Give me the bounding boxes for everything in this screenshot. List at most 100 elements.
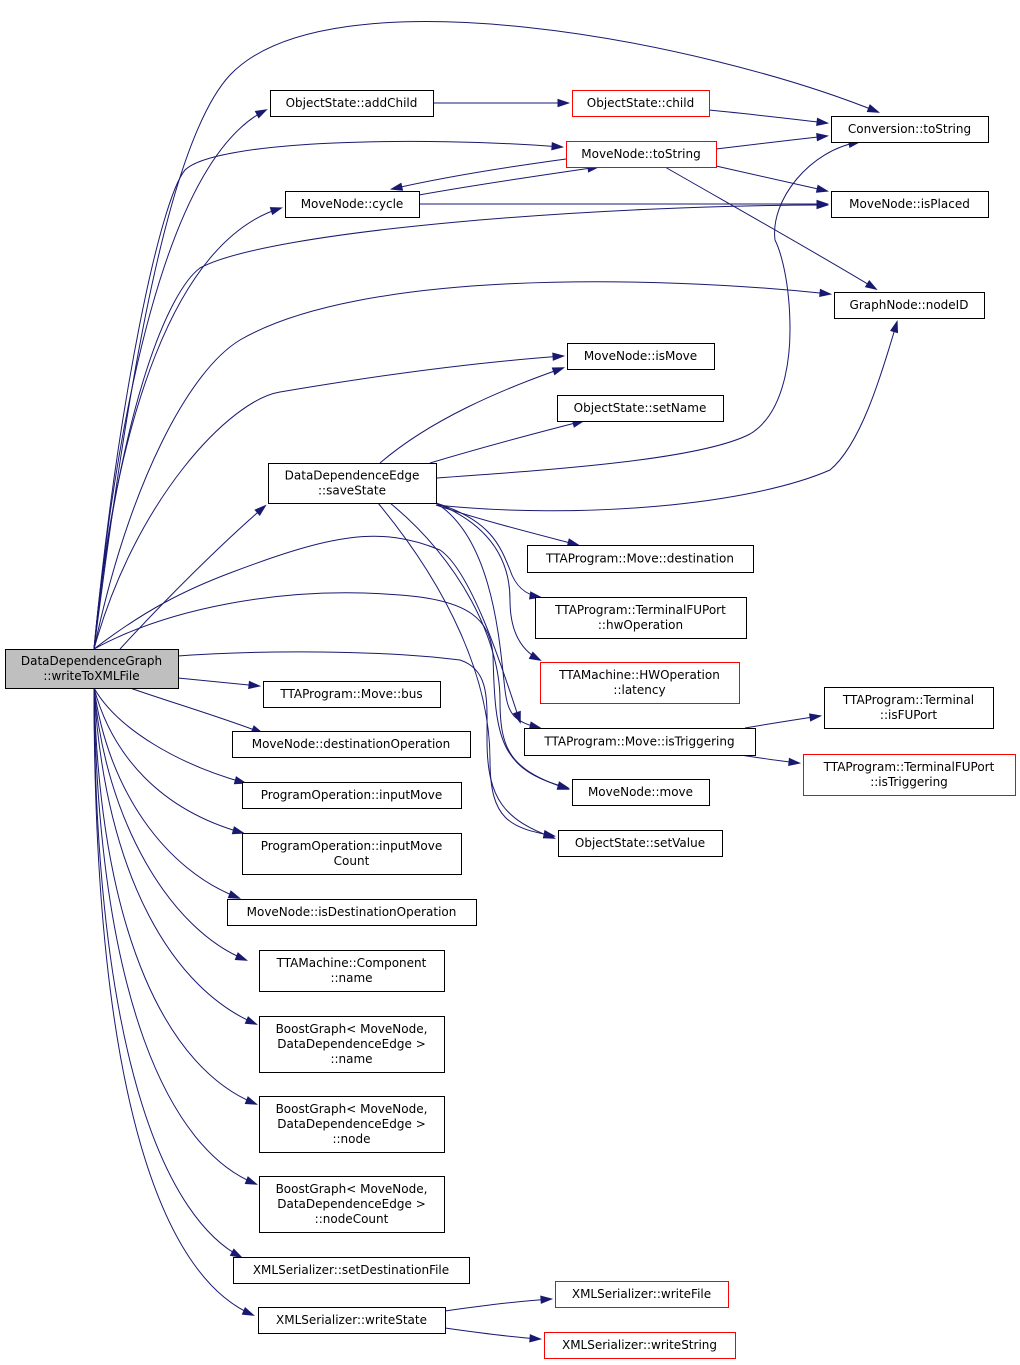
node-label-line: MoveNode::move xyxy=(588,785,693,799)
edge-mn_cycle-to-mn_tostring xyxy=(418,164,601,196)
node-label-line: ::isTriggering xyxy=(870,775,948,789)
node-label-line: TTAProgram::TerminalFUPort xyxy=(823,760,995,774)
node-label-line: DataDependenceEdge xyxy=(285,469,420,483)
edge-ddg_write-to-bg_name xyxy=(93,687,258,1025)
node-label-line: ::writeToXMLFile xyxy=(43,669,139,683)
edge-os_child-to-conv_tostring xyxy=(708,109,830,127)
node-mn-ismove[interactable]: MoveNode::isMove xyxy=(567,343,715,370)
node-label-line: Conversion::toString xyxy=(848,122,971,136)
edge-dde_save-to-tp_istrig xyxy=(435,502,543,730)
node-label-line: TTAProgram::TerminalFUPort xyxy=(554,603,726,617)
node-label-line: ObjectState::addChild xyxy=(286,96,418,110)
edge-xs_writestate-to-xs_writestring xyxy=(444,1327,543,1343)
edge-ddg_write-to-mn_tostring xyxy=(93,140,565,650)
node-tm-compname[interactable]: TTAMachine::Component::name xyxy=(259,950,445,992)
node-gn-nodeid[interactable]: GraphNode::nodeID xyxy=(834,292,985,319)
node-label-line: MoveNode::isPlaced xyxy=(849,197,970,211)
edge-tp_istrig-to-tp_isfuport xyxy=(744,713,823,729)
node-xs-writefile[interactable]: XMLSerializer::writeFile xyxy=(555,1281,729,1308)
node-tp-dest[interactable]: TTAProgram::Move::destination xyxy=(527,545,754,573)
node-os-addchild[interactable]: ObjectState::addChild xyxy=(270,90,434,117)
node-label-line: ProgramOperation::inputMove xyxy=(261,788,442,802)
node-label-line: MoveNode::cycle xyxy=(301,197,404,211)
node-conv-tostring[interactable]: Conversion::toString xyxy=(831,116,989,143)
node-label-line: TTAProgram::Move::bus xyxy=(279,687,422,701)
node-tp-bus[interactable]: TTAProgram::Move::bus xyxy=(263,681,441,708)
node-layer: DataDependenceGraph::writeToXMLFileObjec… xyxy=(5,90,1016,1359)
node-label-line: XMLSerializer::writeFile xyxy=(572,1287,711,1301)
edge-ddg_write-to-mn_ismove xyxy=(93,352,566,650)
node-label-line: ObjectState::child xyxy=(587,96,694,110)
edge-dde_save-to-mn_ismove xyxy=(379,367,565,464)
node-label-line: ::nodeCount xyxy=(315,1212,389,1226)
edge-layer xyxy=(93,21,899,1343)
edge-ddg_write-to-os_addchild xyxy=(93,109,268,650)
edge-ddg_write-to-tp_bus xyxy=(177,677,262,690)
node-label-line: ::latency xyxy=(613,683,665,697)
node-label-line: XMLSerializer::writeString xyxy=(562,1338,717,1352)
node-mn-cycle[interactable]: MoveNode::cycle xyxy=(285,191,420,218)
edge-os_addchild-to-os_child xyxy=(433,98,571,108)
edge-ddg_write-to-po_inputmove xyxy=(93,687,248,785)
node-label-line: ::node xyxy=(332,1132,370,1146)
node-label-line: ObjectState::setName xyxy=(574,401,707,415)
node-os-setname[interactable]: ObjectState::setName xyxy=(557,395,724,422)
edge-mn_tostring-to-mn_isplaced xyxy=(715,165,830,193)
node-label-line: TTAMachine::Component xyxy=(276,956,427,970)
node-label-line: MoveNode::destinationOperation xyxy=(252,737,451,751)
edge-dde_save-to-mn_move xyxy=(389,502,570,790)
node-mn-isplaced[interactable]: MoveNode::isPlaced xyxy=(831,191,989,218)
node-mn-move[interactable]: MoveNode::move xyxy=(572,779,710,806)
node-tm-latency[interactable]: TTAMachine::HWOperation::latency xyxy=(540,662,740,704)
node-dde-save[interactable]: DataDependenceEdge::saveState xyxy=(268,463,437,504)
edge-ddg_write-to-xs_writestate xyxy=(93,687,255,1316)
node-os-setvalue[interactable]: ObjectState::setValue xyxy=(558,830,723,857)
edge-tp_istrig-to-tp_tfu_istrig xyxy=(739,754,802,767)
edge-dde_save-to-os_setname xyxy=(429,419,586,464)
node-label-line: GraphNode::nodeID xyxy=(850,298,969,312)
node-xs-setdest[interactable]: XMLSerializer::setDestinationFile xyxy=(233,1257,470,1284)
edge-mn_tostring-to-conv_tostring xyxy=(715,132,830,150)
node-ddg-write[interactable]: DataDependenceGraph::writeToXMLFile xyxy=(5,649,179,689)
edge-ddg_write-to-mn_cycle xyxy=(93,207,284,650)
edge-ddg_write-to-bg_nodecount xyxy=(93,687,258,1185)
node-label-line: ProgramOperation::inputMove xyxy=(261,839,442,853)
node-bg-node[interactable]: BoostGraph< MoveNode,DataDependenceEdge … xyxy=(259,1096,445,1153)
node-tp-tfu-istrig[interactable]: TTAProgram::TerminalFUPort::isTriggering xyxy=(803,754,1016,796)
edge-dde_save-to-conv_tostring xyxy=(435,139,862,479)
edge-xs_writestate-to-xs_writefile xyxy=(444,1295,554,1312)
node-tp-hwop[interactable]: TTAProgram::TerminalFUPort::hwOperation xyxy=(535,597,747,639)
node-label-line: DataDependenceGraph xyxy=(21,654,162,668)
edge-ddg_write-to-conv_tostring xyxy=(93,21,880,650)
node-label-line: BoostGraph< MoveNode, xyxy=(276,1022,428,1036)
edge-dde_save-to-os_setvalue xyxy=(377,502,557,839)
node-label-line: ::hwOperation xyxy=(598,618,683,632)
node-bg-name[interactable]: BoostGraph< MoveNode,DataDependenceEdge … xyxy=(259,1016,445,1073)
node-label-line: TTAMachine::HWOperation xyxy=(558,668,720,682)
edge-ddg_write-to-po_inputcount xyxy=(93,687,246,835)
node-label-line: BoostGraph< MoveNode, xyxy=(276,1102,428,1116)
edge-mn_tostring-to-gn_nodeid xyxy=(664,166,878,291)
node-tp-istrig[interactable]: TTAProgram::Move::isTriggering xyxy=(524,728,756,756)
node-tp-isfuport[interactable]: TTAProgram::Terminal::isFUPort xyxy=(824,687,994,729)
node-mn-tostring[interactable]: MoveNode::toString xyxy=(566,141,717,168)
node-label-line: MoveNode::isMove xyxy=(584,349,697,363)
edge-ddg_write-to-dde_save xyxy=(119,504,267,650)
node-label-line: ::saveState xyxy=(318,484,386,498)
node-label-line: BoostGraph< MoveNode, xyxy=(276,1182,428,1196)
edge-ddg_write-to-mn_destop xyxy=(129,687,264,734)
node-po-inputmove[interactable]: ProgramOperation::inputMove xyxy=(242,782,462,809)
node-xs-writestring[interactable]: XMLSerializer::writeString xyxy=(544,1332,736,1359)
node-label-line: DataDependenceEdge > xyxy=(277,1037,426,1051)
node-os-child[interactable]: ObjectState::child xyxy=(572,90,710,117)
node-label-line: MoveNode::isDestinationOperation xyxy=(247,905,457,919)
node-mn-destop[interactable]: MoveNode::destinationOperation xyxy=(232,731,471,758)
node-xs-writestate[interactable]: XMLSerializer::writeState xyxy=(258,1307,446,1334)
node-mn-isdestop[interactable]: MoveNode::isDestinationOperation xyxy=(227,899,477,926)
edge-ddg_write-to-mn_isdestop xyxy=(93,687,241,899)
node-bg-nodecount[interactable]: BoostGraph< MoveNode,DataDependenceEdge … xyxy=(259,1176,445,1233)
node-label-line: ::name xyxy=(330,1052,372,1066)
node-label-line: TTAProgram::Move::isTriggering xyxy=(543,735,734,749)
